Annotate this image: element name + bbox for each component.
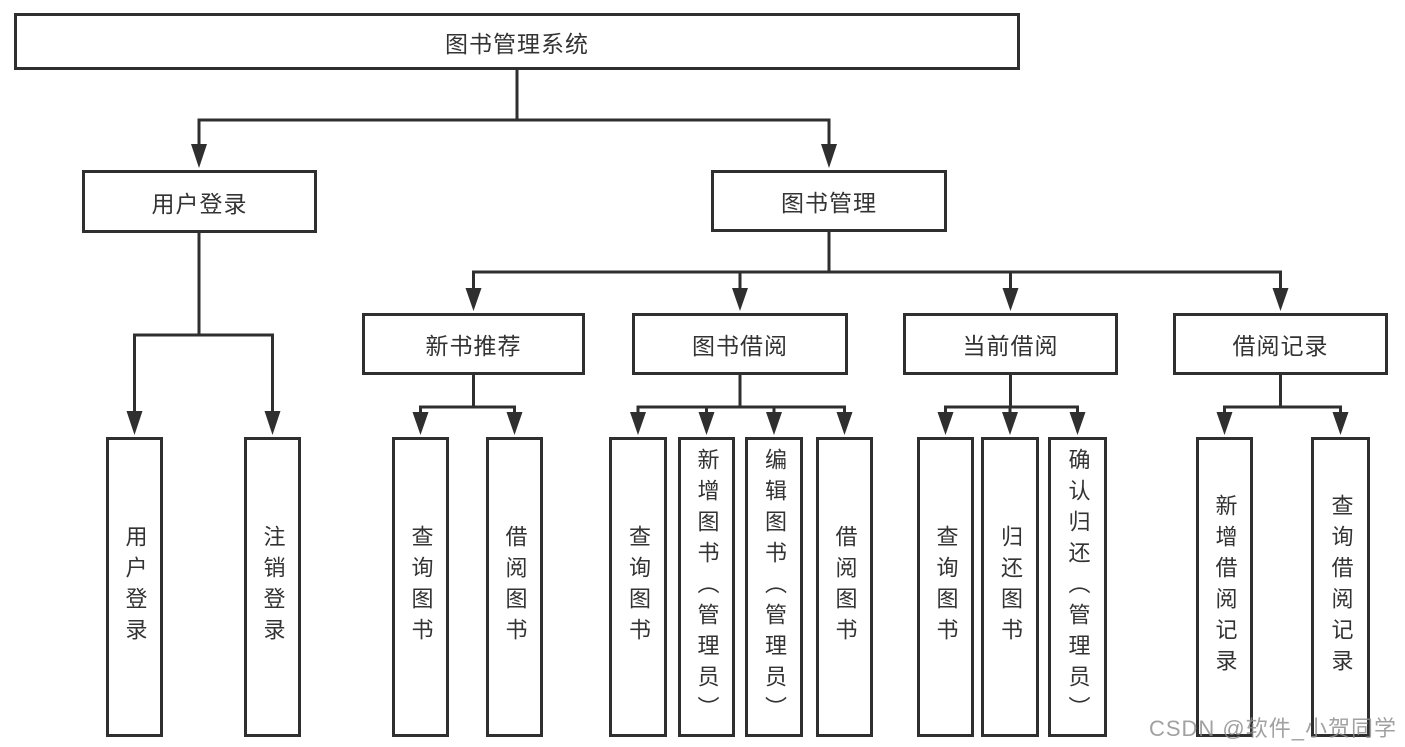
- leaf-return-books: 归还图书: [981, 437, 1039, 737]
- leaf-query-books-recommend: 查询图书: [392, 437, 449, 737]
- leaf-query-books-current: 查询图书: [917, 437, 974, 737]
- node-book-borrow: 图书借阅: [632, 313, 848, 375]
- leaf-add-borrow-record-label: 新增借阅记录: [1212, 494, 1238, 680]
- watermark-text: CSDN @软件_小贺同学: [1148, 716, 1397, 741]
- leaf-borrow-books-label: 借阅图书: [832, 525, 858, 649]
- node-user-login-label: 用户登录: [151, 190, 248, 217]
- node-book-management: 图书管理: [711, 170, 947, 232]
- leaf-query-books-borrow: 查询图书: [609, 437, 667, 737]
- leaf-add-books-admin-label: 新增图书（管理员）: [694, 447, 720, 727]
- leaf-query-books-recommend-label: 查询图书: [408, 525, 434, 649]
- leaf-logout-label: 注销登录: [260, 525, 286, 649]
- leaf-borrow-books-recommend-label: 借阅图书: [502, 525, 528, 649]
- node-user-login: 用户登录: [82, 170, 317, 233]
- node-current-borrow-label: 当前借阅: [962, 333, 1059, 359]
- leaf-confirm-return-admin: 确认归还（管理员）: [1048, 437, 1107, 737]
- leaf-add-borrow-record: 新增借阅记录: [1196, 437, 1253, 737]
- leaf-query-books-current-label: 查询图书: [933, 525, 959, 649]
- node-new-book-recommend-label: 新书推荐: [425, 333, 522, 359]
- leaf-confirm-return-admin-label: 确认归还（管理员）: [1065, 447, 1091, 727]
- leaf-logout: 注销登录: [244, 437, 301, 737]
- node-borrow-records: 借阅记录: [1173, 313, 1388, 375]
- leaf-query-borrow-record: 查询借阅记录: [1311, 437, 1370, 737]
- node-new-book-recommend: 新书推荐: [362, 313, 585, 375]
- arrow-heads: [126, 144, 1349, 435]
- leaf-user-login-label: 用户登录: [122, 525, 148, 649]
- leaf-borrow-books-recommend: 借阅图书: [486, 437, 543, 737]
- leaf-add-books-admin: 新增图书（管理员）: [678, 437, 735, 737]
- leaf-query-books-borrow-label: 查询图书: [626, 525, 651, 649]
- node-borrow-records-label: 借阅记录: [1232, 333, 1329, 359]
- leaf-edit-books-admin: 编辑图书（管理员）: [745, 437, 803, 737]
- node-book-management-label: 图书管理: [781, 190, 877, 216]
- node-current-borrow: 当前借阅: [903, 313, 1118, 375]
- leaf-return-books-label: 归还图书: [998, 525, 1023, 649]
- node-root-label: 图书管理系统: [445, 30, 589, 57]
- leaf-borrow-books: 借阅图书: [816, 437, 873, 737]
- leaf-query-borrow-record-label: 查询借阅记录: [1328, 494, 1354, 680]
- node-root: 图书管理系统: [14, 13, 1020, 70]
- leaf-user-login: 用户登录: [106, 437, 163, 737]
- node-book-borrow-label: 图书借阅: [692, 333, 788, 359]
- leaf-edit-books-admin-label: 编辑图书（管理员）: [762, 447, 787, 727]
